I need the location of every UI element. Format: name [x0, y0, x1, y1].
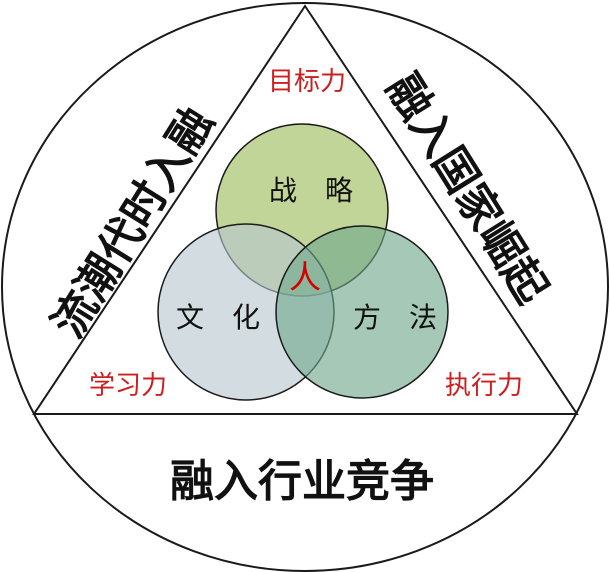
label-learning-power: 学习力 [89, 371, 167, 401]
center-label-person: 人 [289, 258, 321, 296]
label-target-power: 目标力 [268, 67, 346, 97]
bottom-text: 融入行业竞争 [170, 456, 434, 507]
label-execution-power: 执行力 [445, 371, 523, 401]
venn-diagram [157, 123, 449, 401]
venn-label-culture: 文 化 [176, 301, 260, 334]
venn-label-method: 方 法 [353, 301, 437, 334]
venn-label-strategy: 战 略 [269, 174, 353, 207]
venn-circle-method [275, 225, 449, 399]
